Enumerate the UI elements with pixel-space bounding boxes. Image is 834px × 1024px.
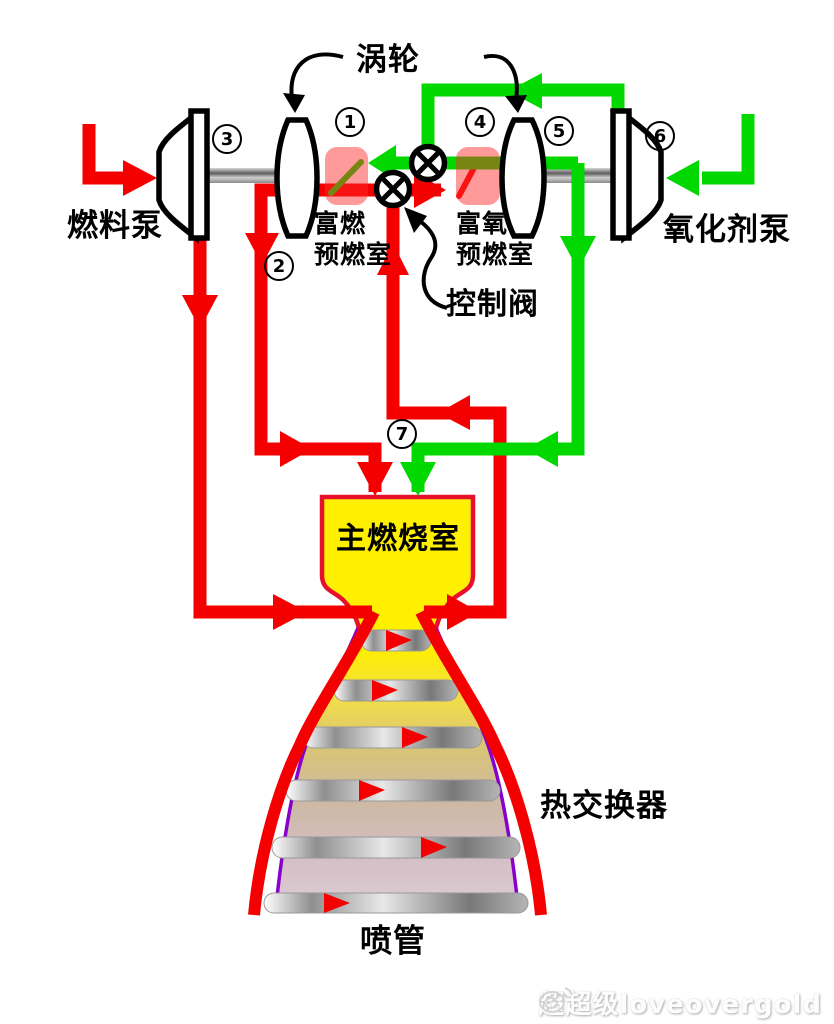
fuel-flow-lines [82,124,547,916]
fuel-pump-body [156,108,199,244]
fuel-control-valve [373,169,413,209]
annotation-arrows [283,52,527,310]
fuel-pump-outlet-line [193,238,372,619]
flow-arrow [400,462,436,496]
flow-arrow [447,594,479,630]
turbine-label: 涡轮 [356,42,420,79]
fuel-shaft [206,168,284,183]
flow-arrow [438,395,470,430]
control-valves [373,143,448,209]
oxidizer-inlet-line [702,114,755,185]
oxidizer-control-valve [408,143,448,183]
step-number-4: 4 [465,107,495,137]
ox-mix-diagonal [328,159,364,196]
fuel-inlet-line [82,124,126,185]
watermark: 超超级loveovergold [538,984,822,1021]
ring-flow-arrow [324,893,350,913]
flow-arrow [560,236,596,270]
step-number-7: 7 [387,419,417,449]
oxidizer-pump-label: 氧化剂泵 [663,212,791,249]
fuel-rich-preburner-label: 富燃 预燃室 [314,209,393,269]
step-number-3: 3 [212,124,242,154]
pumps [156,108,664,244]
fuel-rich-preburner-box [325,147,368,205]
ring-flow-arrow [386,630,412,651]
heat-exchanger-label: 热交换器 [540,788,668,824]
turbines [274,117,547,239]
turbine-pointer-right [483,53,519,101]
ox-rich-preburner-box [456,147,500,205]
nozzle-label: 喷管 [359,921,427,960]
step-number-5: 5 [544,116,574,146]
fuel-pump-disc [188,108,210,241]
main-chamber-label: 主燃烧室 [336,521,460,557]
heat-exchanger-rings [263,629,529,914]
step-number-6: 6 [645,121,675,151]
flow-arrow [377,243,409,275]
flow-arrow [273,594,307,630]
flow-arrow [123,160,157,196]
nozzle-cooling-left [248,609,380,916]
ring-flow-arrow [372,680,398,701]
flow-arrow [526,431,558,467]
flow-arrow [245,233,279,265]
watermark-text: 超超级loveovergold [538,990,822,1020]
step-number-2: 2 [264,251,294,281]
flow-arrow [280,431,312,467]
flow-arrow [182,295,218,329]
step-number-1: 1 [335,107,365,137]
ring-flow-arrow [402,727,428,748]
fuel-turbine [274,117,320,239]
flow-arrow [357,462,393,496]
preburner-boxes [325,147,500,205]
flow-arrow [666,160,699,196]
ox-rich-preburner-label: 富氧 预燃室 [456,209,535,269]
nozzle-cooling-right [415,609,547,916]
ring-flow-arrow [421,837,447,858]
flow-arrow [508,73,542,109]
ring-flow-arrow [359,780,385,801]
turbine-pointer-left [289,52,344,99]
oxidizer-pump-disc [610,108,632,241]
fuel-pump-label: 燃料泵 [67,208,163,245]
oxidizer-turbine [499,117,547,239]
control-valve-label: 控制阀 [446,287,539,322]
fuel-mix-diagonal [456,163,478,199]
weibo-icon [539,987,574,1013]
control-valve-pointer [414,216,448,310]
